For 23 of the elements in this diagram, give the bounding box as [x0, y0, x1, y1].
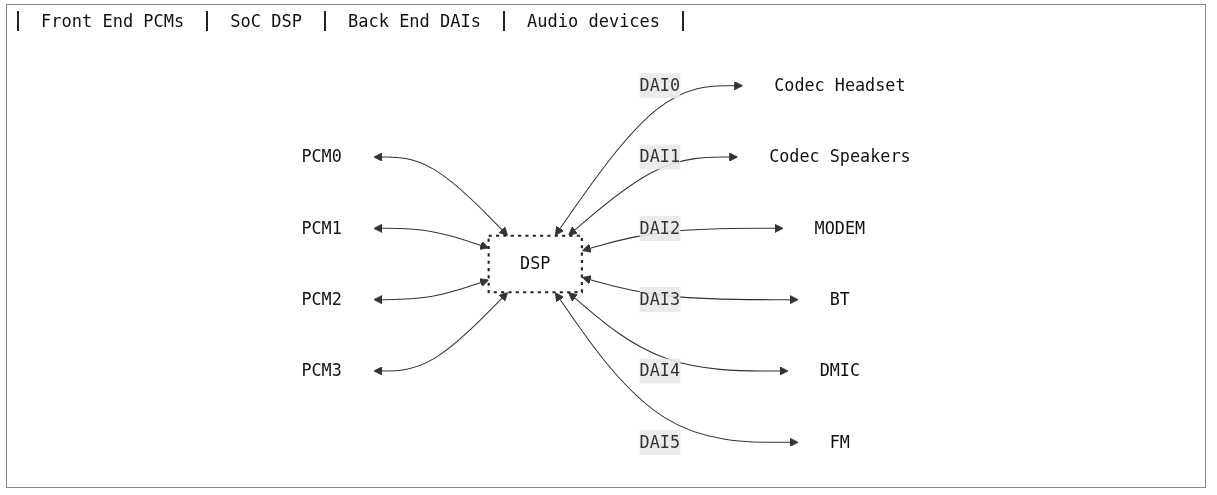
column-heading: Front End PCMs — [17, 11, 207, 31]
node-text: PCM3 — [301, 360, 342, 381]
node-text: PCM0 — [301, 146, 342, 167]
node-text: Codec Speakers — [769, 146, 911, 167]
node-text: MODEM — [814, 217, 866, 238]
node-box: DSP — [487, 234, 583, 294]
arrow — [568, 292, 789, 376]
edge-label: DAI0 — [639, 75, 680, 96]
arrow — [554, 292, 799, 447]
node-text: FM — [829, 431, 850, 452]
edge-label: DAI2 — [639, 217, 680, 238]
column-heading: Audio devices — [503, 11, 685, 31]
node-text: PCM1 — [301, 217, 342, 238]
node-text: DMIC — [819, 360, 861, 381]
edge-label: DAI3 — [639, 289, 680, 310]
node-text: Codec Headset — [774, 75, 906, 96]
edge-label: DAI1 — [639, 146, 680, 167]
edge-label: DAI4 — [639, 360, 680, 381]
column-heading: Back End DAIs — [323, 11, 503, 31]
node-text: BT — [829, 289, 850, 310]
column-heading: SoC DSP — [206, 11, 324, 31]
node-text: PCM2 — [301, 289, 342, 310]
edge-label: DAI5 — [639, 431, 680, 452]
